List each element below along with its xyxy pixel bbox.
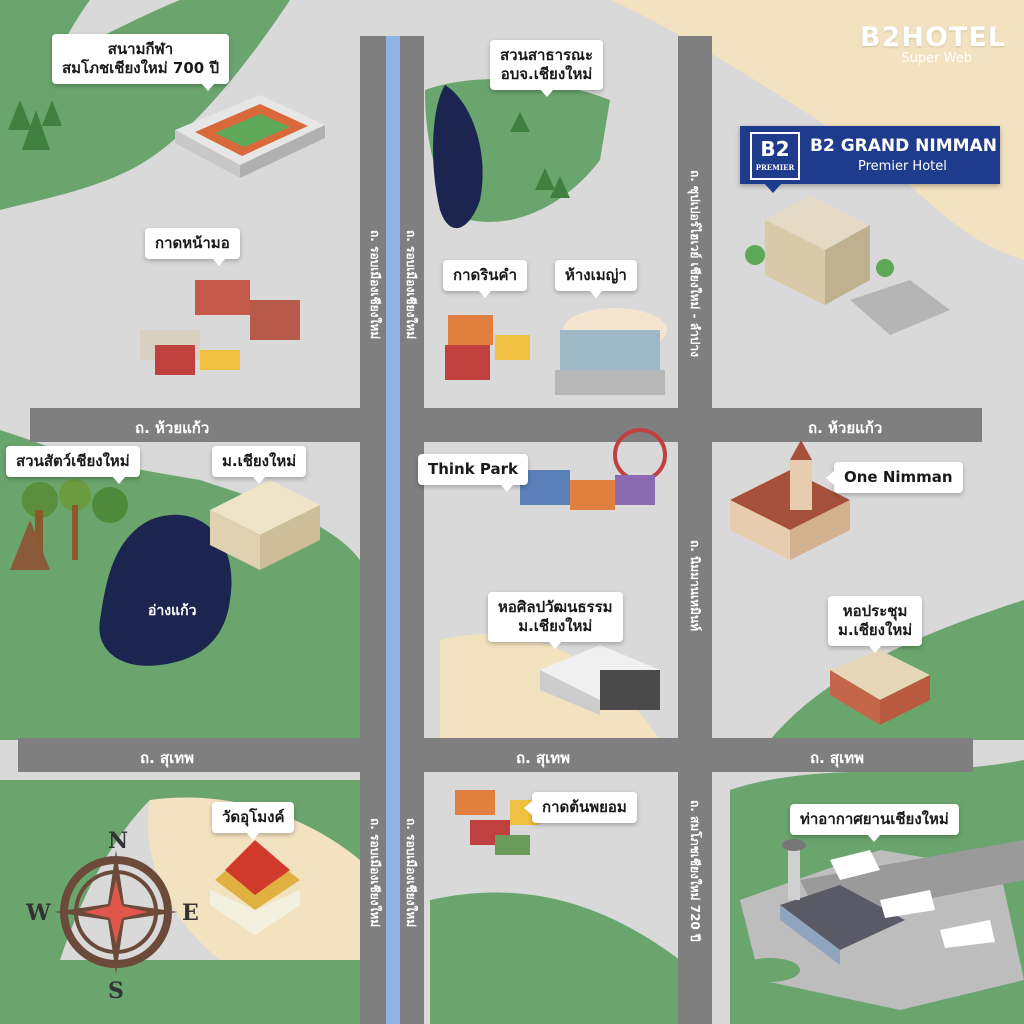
- label-stadium[interactable]: สนามกีฬา สมโภชเชียงใหม่ 700 ปี: [52, 34, 229, 91]
- market-kad-na-mor: [140, 280, 300, 375]
- green-sw: [0, 780, 360, 960]
- label-kad-na-mor[interactable]: กาดหน้ามอ: [145, 228, 240, 266]
- wat-umong-temple: [210, 840, 300, 935]
- road-label-canal-east-top: ถ. รอบเมืองเชียงใหม่: [404, 230, 418, 340]
- road-label-superhighway: ถ. ซุปเปอร์ไฮเวย์ เชียงใหม่ - ลำปาง: [688, 170, 702, 358]
- road-superhighway: [678, 36, 712, 408]
- label-kad-ton-payom[interactable]: กาดต้นพยอม: [524, 792, 637, 823]
- label-wat-umong[interactable]: วัดอุโมงค์: [212, 802, 295, 840]
- one-nimman-building: [730, 440, 850, 560]
- road-label-huay-kaew-west: ถ. ห้วยแก้ว: [135, 419, 210, 437]
- zoo-area: [10, 479, 128, 570]
- compass-rose: [54, 850, 178, 974]
- road-label-suthep-center: ถ. สุเทพ: [516, 749, 571, 767]
- compass-east: E: [182, 900, 199, 926]
- tree-cluster-nw: [8, 100, 62, 150]
- label-cmu[interactable]: ม.เชียงใหม่: [212, 446, 307, 484]
- think-park-area: [520, 428, 667, 510]
- label-airport[interactable]: ท่าอากาศยานเชียงใหม่: [790, 804, 959, 842]
- road-label-huay-kaew-east: ถ. ห้วยแก้ว: [808, 419, 883, 437]
- green-south-center: [430, 892, 680, 1024]
- cmu-building: [210, 480, 320, 570]
- hotel-building: [745, 195, 950, 335]
- road-huay-kaew: [30, 408, 982, 442]
- label-kad-rin-kham[interactable]: กาดรินคำ: [443, 260, 528, 298]
- label-maya[interactable]: ห้างเมญ่า: [555, 260, 637, 298]
- label-think-park[interactable]: Think Park: [418, 454, 529, 492]
- road-nimman: [678, 442, 712, 738]
- road-label-suthep-west: ถ. สุเทพ: [140, 749, 195, 767]
- hotel-name: B2 GRAND NIMMAN: [810, 136, 997, 156]
- brand-logo: B2HOTEL Super Web: [860, 22, 1006, 66]
- road-label-nimman: ถ. นิมมานเหมินท์: [688, 540, 702, 632]
- stadium-building: [175, 95, 325, 178]
- maya-building: [555, 308, 667, 395]
- green-south: [0, 960, 420, 1024]
- label-park[interactable]: สวนสาธารณะ อบจ.เชียงใหม่: [490, 40, 604, 97]
- brand-subtitle: Super Web: [901, 51, 972, 66]
- compass-west: W: [26, 900, 51, 926]
- label-one-nimman[interactable]: One Nimman: [826, 462, 963, 493]
- convention-building: [830, 650, 930, 725]
- canal: [386, 36, 400, 1024]
- road-suthep: [18, 738, 973, 772]
- road-label-sompoch: ถ. สมโภชเชียงใหม่ 720 ปี: [688, 800, 702, 942]
- road-label-canal-west-bottom: ถ. รอบเมืองเชียงใหม่: [368, 818, 382, 928]
- road-label-suthep-east: ถ. สุเทพ: [810, 749, 865, 767]
- sand-area-ne: [610, 0, 1024, 260]
- road-label-canal-east-bottom: ถ. รอบเมืองเชียงใหม่: [404, 818, 418, 928]
- compass-south: S: [108, 978, 124, 1004]
- road-label-canal-west-top: ถ. รอบเมืองเชียงใหม่: [368, 230, 382, 340]
- road-sompoch: [678, 772, 712, 1024]
- compass-north: N: [108, 828, 129, 854]
- art-center-building: [540, 645, 660, 715]
- label-ang-kaew: อ่างแก้ว: [148, 603, 197, 619]
- label-art-center[interactable]: หอศิลปวัฒนธรรม ม.เชียงใหม่: [488, 592, 623, 649]
- airport-terminal: [740, 839, 995, 982]
- tree-cluster-park: [510, 112, 570, 198]
- label-zoo[interactable]: สวนสัตว์เชียงใหม่: [6, 446, 140, 484]
- ang-kaew-lake: [99, 514, 232, 666]
- hotel-tagline: Premier Hotel: [858, 159, 947, 174]
- label-convention[interactable]: หอประชุม ม.เชียงใหม่: [828, 596, 923, 653]
- park-lake: [433, 85, 483, 229]
- market-kad-rin-kham: [445, 315, 530, 380]
- brand-title: B2HOTEL: [860, 22, 1006, 53]
